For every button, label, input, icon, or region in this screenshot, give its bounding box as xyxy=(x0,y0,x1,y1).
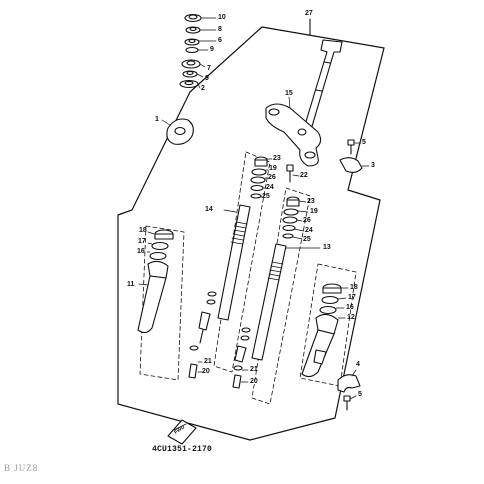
part-5-bolt-bottom xyxy=(343,395,357,411)
callout-4: 4 xyxy=(356,361,360,368)
callout-23b: 23 xyxy=(307,198,315,205)
part-1-washer xyxy=(161,118,194,145)
callout-18-left: 18 xyxy=(139,227,147,234)
callout-3: 3 xyxy=(371,162,375,169)
part-15-crown xyxy=(265,96,322,167)
callout-5-bottom: 5 xyxy=(358,391,362,398)
callout-9: 9 xyxy=(210,46,214,53)
callout-27: 27 xyxy=(305,10,313,17)
callout-14: 14 xyxy=(205,206,213,213)
callout-16-right: 16 xyxy=(346,304,354,311)
stack-b-leaders xyxy=(292,200,309,240)
callout-17-right: 17 xyxy=(348,294,356,301)
scan-tag: B JUZ8 xyxy=(4,463,39,473)
callout-16-left: 16 xyxy=(137,248,145,255)
callout-21a: 21 xyxy=(204,358,212,365)
part-4-bracket xyxy=(337,369,361,393)
callout-13: 13 xyxy=(323,244,331,251)
callout-2: 2 xyxy=(201,85,205,92)
callout-23a: 23 xyxy=(273,155,281,162)
small-parts-stack-b xyxy=(282,196,300,239)
outer-tube-left xyxy=(137,229,174,334)
catalog-code: 4CU1351-2170 xyxy=(152,445,213,454)
callout-6: 6 xyxy=(218,37,222,44)
callout-18-right: 18 xyxy=(350,284,358,291)
callout-24b: 24 xyxy=(305,227,313,234)
top-stack-leaders xyxy=(196,17,217,89)
callout-1: 1 xyxy=(155,116,159,123)
callout-8: 8 xyxy=(218,26,222,33)
top-stack-parts xyxy=(179,13,202,89)
callout-11: 11 xyxy=(127,281,135,288)
part-3-clamp xyxy=(339,157,370,174)
callout-26b: 26 xyxy=(303,217,311,224)
callout-19b: 19 xyxy=(310,208,318,215)
callout-26a: 26 xyxy=(268,174,276,181)
callout-7: 7 xyxy=(207,65,211,72)
callout-25b: 25 xyxy=(303,236,311,243)
callout-12: 12 xyxy=(347,314,355,321)
callout-9b: 9 xyxy=(205,75,209,82)
callout-25a: 25 xyxy=(262,193,270,200)
callout-20b: 20 xyxy=(250,378,258,385)
callout-15: 15 xyxy=(285,90,293,97)
small-parts-stack-a xyxy=(250,156,268,199)
front-badge-icon xyxy=(167,419,197,445)
callout-17-left: 17 xyxy=(138,238,146,245)
callout-24a: 24 xyxy=(266,184,274,191)
part-22-bolt xyxy=(286,164,300,183)
callout-20a: 20 xyxy=(202,368,210,375)
callout-5-top: 5 xyxy=(362,139,366,146)
stack-a-leaders xyxy=(260,158,273,198)
dash-box-13 xyxy=(251,187,311,405)
inner-tube-14 xyxy=(188,204,251,379)
callout-22: 22 xyxy=(300,172,308,179)
callout-19a: 19 xyxy=(269,165,277,172)
outer-tube-right xyxy=(301,283,349,378)
part-5-bolt-top xyxy=(347,139,362,155)
callout-10: 10 xyxy=(218,14,226,21)
inner-tube-13 xyxy=(232,243,321,389)
callout-21b: 21 xyxy=(250,366,258,373)
